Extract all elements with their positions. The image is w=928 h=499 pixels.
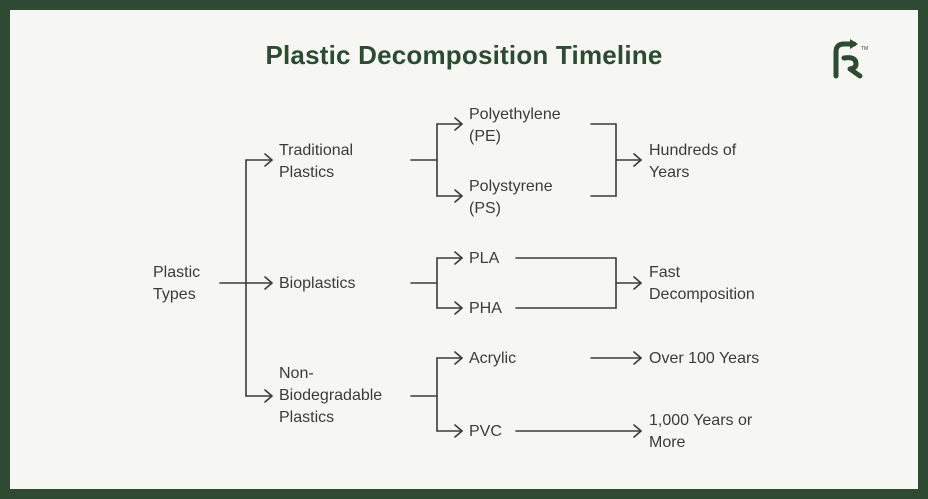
node-traditional-plastics: Traditional Plastics [279,142,354,181]
node-fast-decomposition: Fast Decomposition [649,264,755,303]
node-pvc: PVC [469,423,502,440]
node-polystyrene: Polystyrene (PS) [469,178,553,217]
diagram-card [10,10,918,489]
diagram-title: Plastic Decomposition Timeline [265,40,663,70]
node-over-100-years: Over 100 Years [649,350,760,367]
node-1000-years-or-more: 1,000 Years or More [649,412,753,451]
node-polyethylene: Polyethylene (PE) [469,106,561,145]
node-bioplastics: Bioplastics [279,275,356,292]
svg-text:TM: TM [861,46,868,52]
node-non-biodegradable-plastics: Non- Biodegradable Plastics [279,365,383,426]
recycle-r-logo-icon: TM [830,38,870,85]
node-hundreds-of-years: Hundreds of Years [649,142,737,181]
node-pha: PHA [469,300,502,317]
node-acrylic: Acrylic [469,350,517,367]
node-plastic-types: Plastic Types [153,264,201,303]
node-pla: PLA [469,250,500,267]
